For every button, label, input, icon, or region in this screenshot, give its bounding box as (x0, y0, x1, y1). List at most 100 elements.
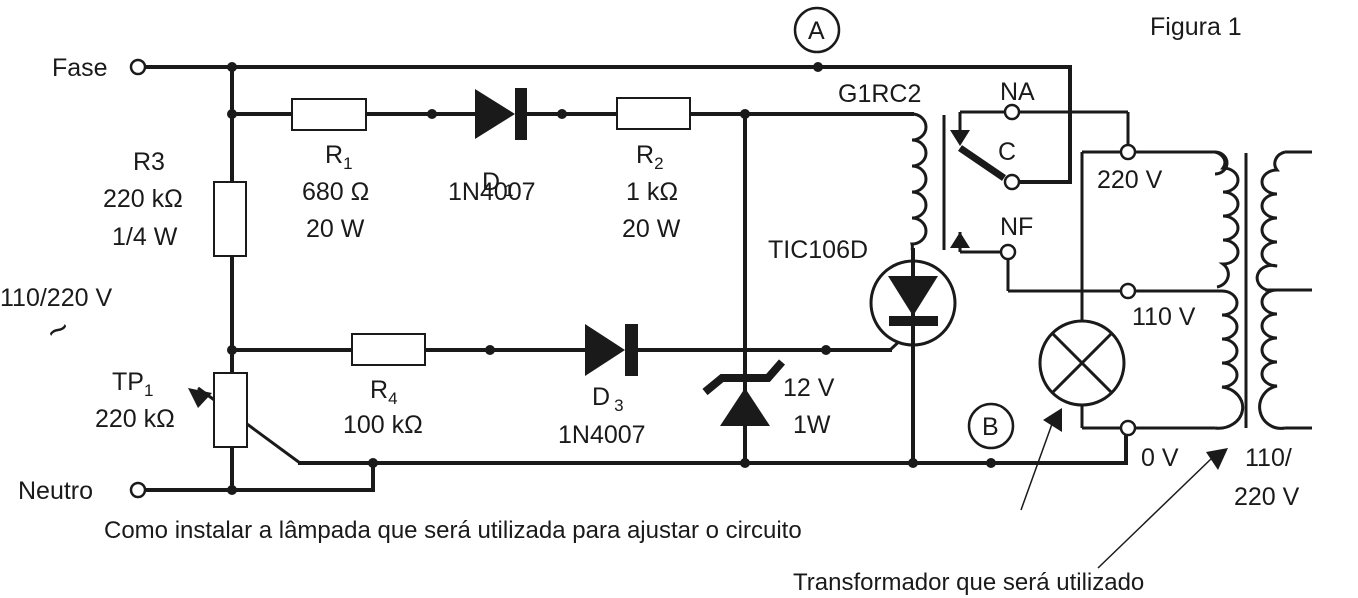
diode-d3 (585, 324, 638, 376)
contact-c-label: C (998, 138, 1016, 166)
neutral-label: Neutro (18, 477, 93, 505)
junction-dot (227, 485, 237, 495)
r3-name: R3 (133, 148, 165, 176)
supply-voltage-label: 110/220 V (0, 284, 112, 312)
r1-name: R1 (325, 141, 353, 173)
junction-dot (740, 109, 750, 119)
d1-part: 1N4007 (448, 178, 536, 206)
ac-symbol: ~ (38, 307, 77, 353)
lamp-callout-arrow (1043, 408, 1062, 432)
test-point-a (793, 6, 841, 54)
tap-220-label: 220 V (1097, 166, 1163, 194)
scr-label: TIC106D (768, 236, 868, 264)
junction-dot (227, 345, 237, 355)
contact-c-terminal (1003, 173, 1021, 191)
r4-value: 100 kΩ (343, 411, 423, 439)
neutral-terminal (129, 481, 147, 499)
r1-value: 680 Ω (302, 178, 369, 206)
resistor-r2 (616, 97, 691, 130)
trimpot-tp1 (213, 372, 248, 448)
lamp-caption: Como instalar a lâmpada que será utiliza… (104, 517, 802, 544)
secondary-label-2: 220 V (1234, 483, 1300, 511)
contact-na-label: NA (1000, 78, 1035, 106)
relay-contacts (950, 103, 1021, 261)
phase-label: Fase (52, 54, 108, 82)
phase-terminal (129, 58, 147, 76)
zener-cathode-bar (702, 359, 786, 396)
contact-na-terminal (1003, 103, 1021, 121)
test-point-b-label: B (982, 413, 999, 441)
junction-dot (821, 345, 831, 355)
diode-d1-cathode (515, 88, 527, 140)
diode-d3-cathode (625, 324, 638, 376)
resistor-r4 (351, 333, 426, 366)
lamp-filament (1050, 331, 1114, 395)
r2-name: R2 (636, 141, 664, 173)
secondary-label-1: 110/ (1245, 444, 1292, 472)
resistor-r3 (213, 181, 247, 257)
diode-d3-anode (585, 324, 625, 376)
test-lamp (1038, 319, 1126, 407)
junction-dot (368, 458, 378, 468)
test-point-b (967, 402, 1015, 450)
tap-110-label: 110 V (1132, 303, 1196, 331)
secondary-winding-lower (1258, 288, 1286, 430)
transformer-callout-arrow (1206, 448, 1228, 470)
scr-cathode-bar (889, 316, 938, 326)
transformer-caption: Transformador que será utilizado (793, 569, 1144, 596)
tap-220-terminal (1119, 143, 1137, 161)
secondary-winding-upper (1255, 150, 1286, 292)
r2-value: 1 kΩ (626, 178, 678, 206)
primary-winding-upper (1214, 150, 1240, 289)
junction-dot-a (813, 62, 823, 72)
scr-tic106d (869, 248, 957, 348)
test-point-a-label: A (808, 17, 825, 45)
junction-dot (557, 109, 567, 119)
lamp-callout-line (1020, 423, 1053, 511)
figure-title: Figura 1 (1150, 13, 1242, 41)
resistor-r1 (291, 98, 367, 131)
zener-power: 1W (793, 411, 831, 439)
primary-winding-lower (1214, 289, 1245, 430)
r3-value: 220 kΩ (103, 185, 183, 213)
junction-dot-b (986, 458, 996, 468)
junction-dot (427, 109, 437, 119)
diode-d1-anode (475, 89, 515, 139)
contact-nf-terminal (999, 243, 1017, 261)
tap-0-label: 0 V (1141, 444, 1179, 472)
tap-0-terminal (1119, 419, 1137, 437)
contact-blade (958, 145, 1006, 181)
contact-arrow-nf (950, 232, 970, 248)
tp1-name: TP1 (112, 368, 153, 400)
zener-body (720, 388, 770, 426)
r2-power: 20 W (622, 215, 681, 243)
diode-d1 (475, 88, 527, 140)
junction-dot (908, 458, 918, 468)
wires (143, 65, 1312, 492)
transformer (1119, 143, 1286, 437)
transformer-callout-line (1097, 457, 1213, 569)
contact-nf-label: NF (1000, 213, 1033, 241)
junction-dot (227, 62, 237, 72)
junction-dot (485, 345, 495, 355)
r1-power: 20 W (306, 215, 365, 243)
relay-label: G1RC2 (838, 80, 921, 108)
contact-arrow-na (950, 130, 970, 146)
zener-diode (702, 359, 786, 426)
relay-coil-winding (910, 112, 928, 251)
junctions (227, 62, 996, 495)
zener-voltage: 12 V (783, 374, 835, 402)
junction-dot (740, 458, 750, 468)
r4-name: R4 (370, 376, 398, 408)
junction-dot (227, 109, 237, 119)
tp1-value: 220 kΩ (95, 405, 175, 433)
d3-part: 1N4007 (558, 421, 646, 449)
r3-power: 1/4 W (112, 223, 178, 251)
relay-coil (910, 112, 946, 251)
trimpot-wiper-arrow (188, 388, 212, 408)
tap-110-terminal (1119, 282, 1137, 300)
scr-triangle (888, 276, 938, 316)
